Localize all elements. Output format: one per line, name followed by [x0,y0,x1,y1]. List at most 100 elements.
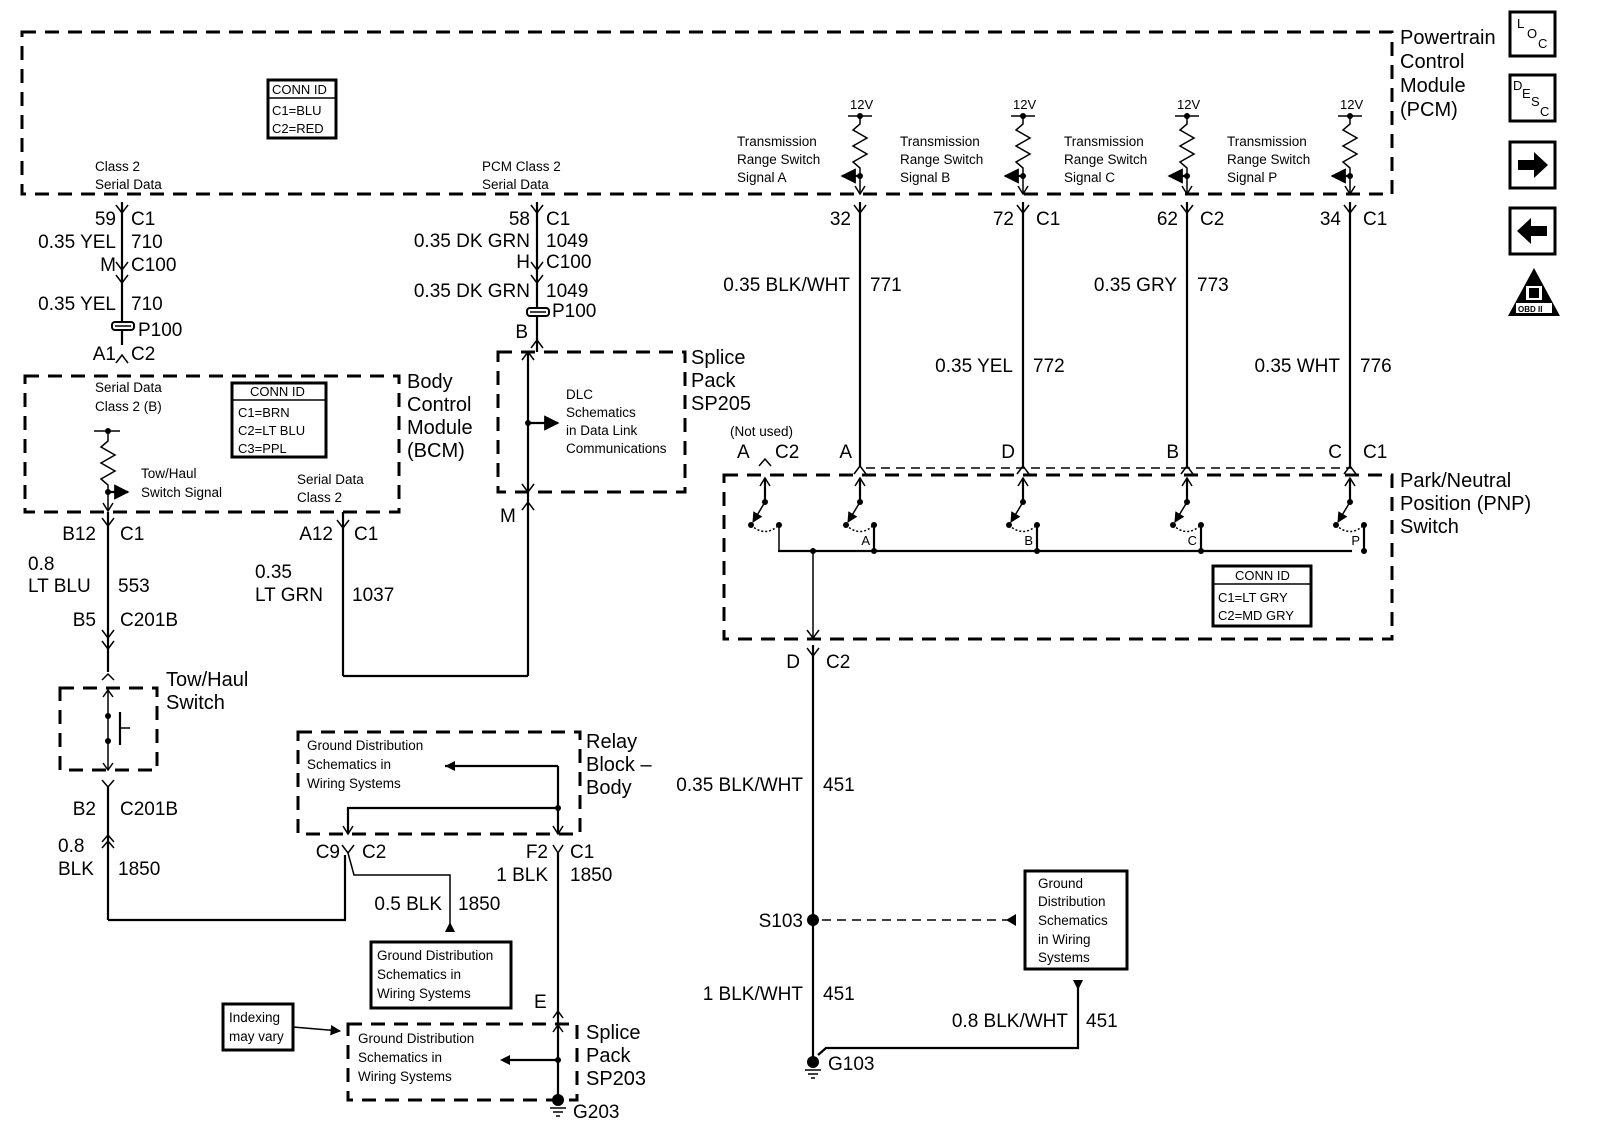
ref-text: Communications [566,441,667,456]
prev-page-button[interactable] [1508,206,1557,256]
wire-color: 0.5 BLK [374,894,442,915]
relay-name: Relay [586,731,637,753]
wire-color: 0.35 GRY [1094,275,1177,296]
ref-text: Schematics in [377,967,461,982]
wire-dkgrn-1049: 58 C1 0.35 DK GRN 1049 H C100 0.35 DK GR… [414,202,596,352]
pin-label: M [100,255,116,276]
pcm-name-3: Module [1400,75,1466,97]
ground-label: G103 [828,1054,874,1075]
pin-label: H [516,252,530,273]
pin-label: D [1001,442,1015,463]
loc-icon: L [1517,16,1524,31]
pin-label: 62 [1157,209,1178,230]
bcm-pin-label: Switch Signal [141,485,222,500]
circuit-number: 451 [823,984,855,1005]
conn-id-line: C1=BRN [238,405,290,420]
conn-label: C1 [1363,442,1387,463]
not-used-label: (Not used) [730,424,793,439]
wire-ltgrn-1037: A12 C1 0.35 LT GRN 1037 [255,512,528,678]
ref-text: Ground [1038,876,1083,891]
supply-voltage: 12V [850,97,873,112]
wire-blk-1850-f2: F2 C1 1 BLK 1850 E [496,842,612,1020]
pullup-resistor-icon [1014,116,1032,194]
switch-position-label: A [861,533,870,548]
bcm-name: Control [407,394,471,416]
ground-dist-ref-mid: Ground Distribution Schematics in Wiring… [369,940,513,1010]
desc-button[interactable]: D E S C [1508,73,1557,123]
ref-text: Schematics [566,405,636,420]
ref-text: DLC [566,387,593,402]
switch-position-label: C [1188,533,1197,548]
trs-label: Signal B [900,170,950,185]
trs-label: Range Switch [737,152,820,167]
pin-label: B5 [73,610,96,631]
ref-text: in Wiring [1038,932,1091,947]
conn-label: C1 [570,842,594,863]
obd-ii-button[interactable]: OBD II [1508,268,1560,316]
pin-label: E [534,992,547,1013]
desc-icon: S [1531,94,1540,109]
tow-haul-name: Tow/Haul [166,669,248,691]
conn-id-line: C3=PPL [238,441,287,456]
sp203-splice-pack: Ground Distribution Schematics in Wiring… [346,1020,646,1123]
conn-label: C1 [1036,209,1060,230]
pullup-resistor-icon [94,428,130,513]
desc-icon: D [1513,78,1522,93]
sp205-name: Pack [691,370,736,392]
ref-text: Ground Distribution [307,738,423,753]
bcm-module: Body Control Module (BCM) Serial Data Cl… [23,371,473,514]
loc-icon: C [1538,36,1547,51]
pnp-unused-pin: A C2 [737,442,799,463]
p100-splice-icon [526,307,550,317]
switch-contact-icon: C [1170,476,1204,554]
conn-id-line: C2=MD GRY [1218,608,1294,623]
ref-text: Schematics in [307,757,391,772]
wire-color: 0.35 WHT [1254,356,1340,377]
pcm-pin-label: Serial Data [95,177,162,192]
circuit-number: 451 [823,775,855,796]
switch-position-label: B [1024,533,1033,548]
circuit-number: 1049 [546,281,588,302]
wire-color: 0.35 BLK/WHT [723,275,850,296]
p100-splice-icon [111,321,135,331]
pin-label: A1 [93,344,116,365]
circuit-number: 1037 [352,585,394,606]
pnp-name: Park/Neutral [1400,470,1511,492]
wire-color: 0.35 DK GRN [414,231,530,252]
ref-text: Wiring Systems [358,1069,452,1084]
ref-text: Ground Distribution [377,948,493,963]
wire-color: 0.35 YEL [935,356,1013,377]
wire-color: 0.35 DK GRN [414,281,530,302]
trs-label: Transmission [1064,134,1144,149]
conn-label: C1 [1363,209,1387,230]
circuit-number: 771 [870,275,902,296]
pcm-module: Powertrain Control Module (PCM) CONN ID … [20,27,1496,196]
trs-label: Transmission [900,134,980,149]
trs-label: Transmission [1227,134,1307,149]
ground-label: G203 [573,1102,619,1123]
wire-color: LT GRN [255,585,323,606]
ground-icon [805,1056,821,1079]
wire-gauge: 0.35 [255,562,292,583]
switch-contact-icon [748,476,782,551]
conn-label: C2 [775,442,799,463]
circuit-number: 710 [131,294,163,315]
trs-label: Signal A [737,170,787,185]
wire-color: 1 BLK/WHT [703,984,804,1005]
conn-id-line: C2=LT BLU [238,423,305,438]
next-page-button[interactable] [1508,140,1557,190]
conn-id-title: CONN ID [272,82,327,97]
ref-text: Systems [1038,950,1090,965]
sp205-name: Splice [691,347,745,369]
conn-label: C100 [131,255,176,276]
pcm-pin-label: PCM Class 2 [482,159,561,174]
trs-label: Transmission [737,134,817,149]
loc-button[interactable]: L O C [1508,10,1557,58]
sp205-name: SP205 [691,393,751,415]
supply-voltage: 12V [1340,97,1363,112]
wire-color: 0.8 BLK/WHT [952,1011,1069,1032]
